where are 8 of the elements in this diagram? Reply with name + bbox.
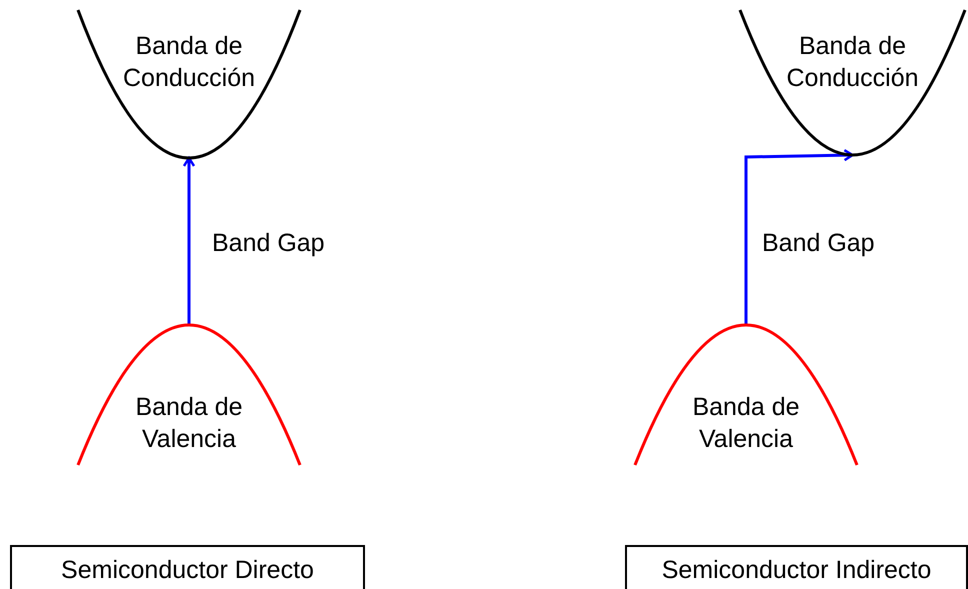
label-box: Semiconductor Indirecto xyxy=(625,545,968,589)
label-box: Semiconductor Directo xyxy=(10,545,365,589)
band-label: Banda de Valencia xyxy=(691,392,801,455)
arrow xyxy=(182,156,196,325)
band-label: Banda de Conducción xyxy=(122,31,256,94)
arrow xyxy=(744,148,854,325)
band-label: Banda de Valencia xyxy=(134,392,244,455)
band-label: Banda de Conducción xyxy=(785,31,920,94)
